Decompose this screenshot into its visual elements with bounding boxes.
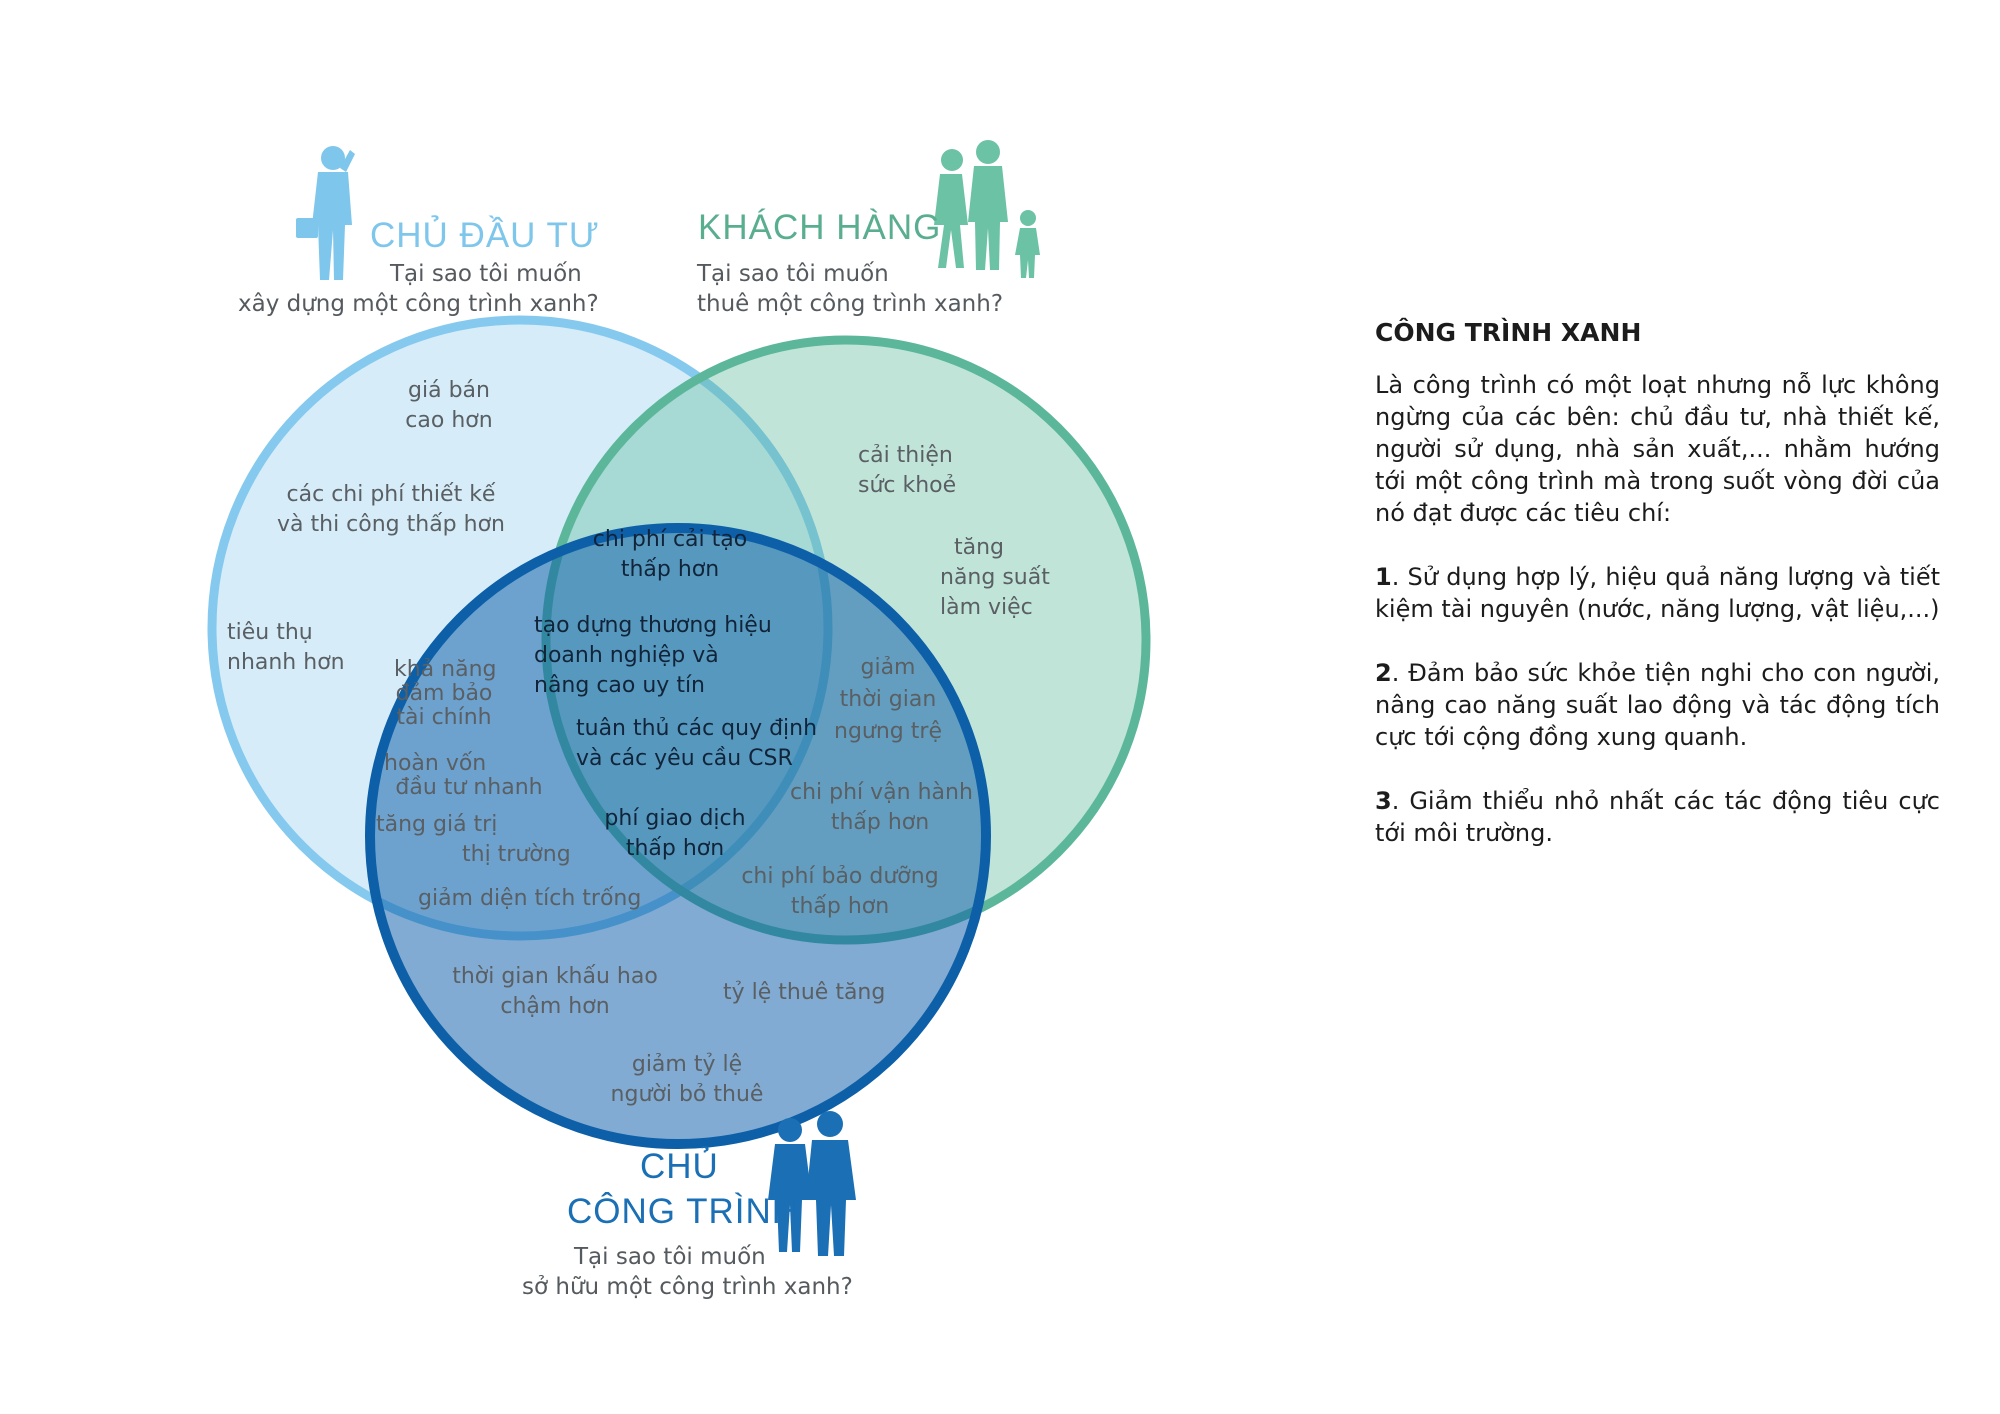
benefit-reduced-vacancy: giảm diện tích trống — [418, 886, 642, 911]
owner-question-line1: Tại sao tôi muốn — [574, 1244, 766, 1270]
benefit-higher-occupancy: tỷ lệ thuê tăng — [723, 980, 886, 1005]
investor-question-line2: xây dựng một công trình xanh? — [238, 291, 599, 317]
panel-intro: Là công trình có một loạt nhưng nỗ lực k… — [1375, 371, 1940, 527]
investor-question-line1: Tại sao tôi muốn — [390, 261, 582, 287]
owner-title-line1: CHỦ — [640, 1147, 719, 1186]
panel-title: CÔNG TRÌNH XANH — [1375, 318, 1642, 347]
family-icon — [934, 140, 1040, 278]
owner-question-line2: sở hữu một công trình xanh? — [522, 1274, 853, 1300]
customer-title: KHÁCH HÀNG — [698, 208, 942, 247]
customer-question-line1: Tại sao tôi muốn — [697, 261, 889, 287]
business-couple-icon — [768, 1111, 856, 1256]
criterion-1: 1. Sử dụng hợp lý, hiệu quả năng lượng v… — [1375, 563, 1940, 623]
owner-title-line2: CÔNG TRÌNH — [567, 1192, 799, 1231]
owner-circle — [365, 523, 991, 1149]
businessman-phone-icon — [296, 146, 355, 280]
green-building-panel: CÔNG TRÌNH XANH Là công trình có một loạ… — [1375, 318, 1940, 881]
criterion-2: 2. Đảm bảo sức khỏe tiện nghi cho con ng… — [1375, 659, 1940, 751]
criterion-3: 3. Giảm thiểu nhỏ nhất các tác động tiêu… — [1375, 787, 1940, 847]
customer-question-line2: thuê một công trình xanh? — [697, 291, 1004, 317]
investor-title: CHỦ ĐẦU TƯ — [370, 216, 600, 255]
